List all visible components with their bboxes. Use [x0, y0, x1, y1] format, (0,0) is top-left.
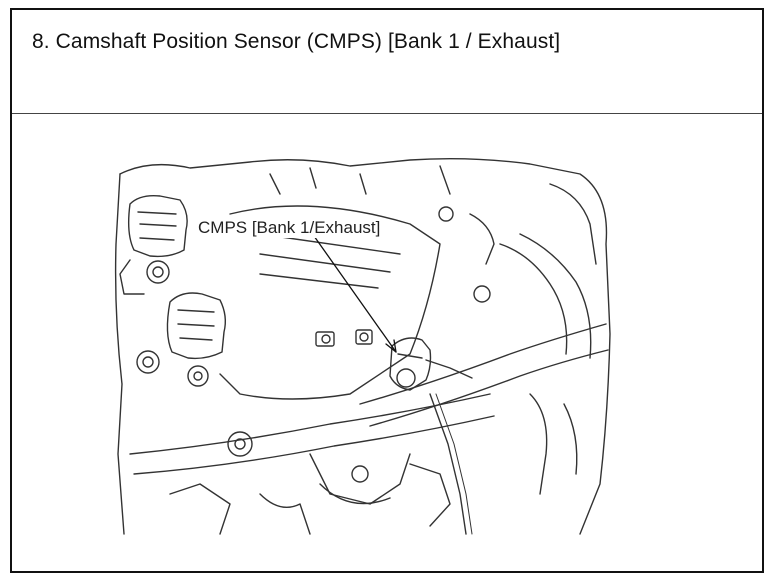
procedure-table: 8. Camshaft Position Sensor (CMPS) [Bank…	[10, 8, 764, 573]
step-title: 8. Camshaft Position Sensor (CMPS) [Bank…	[32, 30, 561, 53]
title-cell: 8. Camshaft Position Sensor (CMPS) [Bank…	[12, 10, 762, 114]
engine-line-drawing	[114, 157, 611, 535]
figure-cell: CMPS [Bank 1/Exhaust]	[12, 114, 762, 571]
cmps-callout-label: CMPS [Bank 1/Exhaust]	[196, 218, 383, 238]
